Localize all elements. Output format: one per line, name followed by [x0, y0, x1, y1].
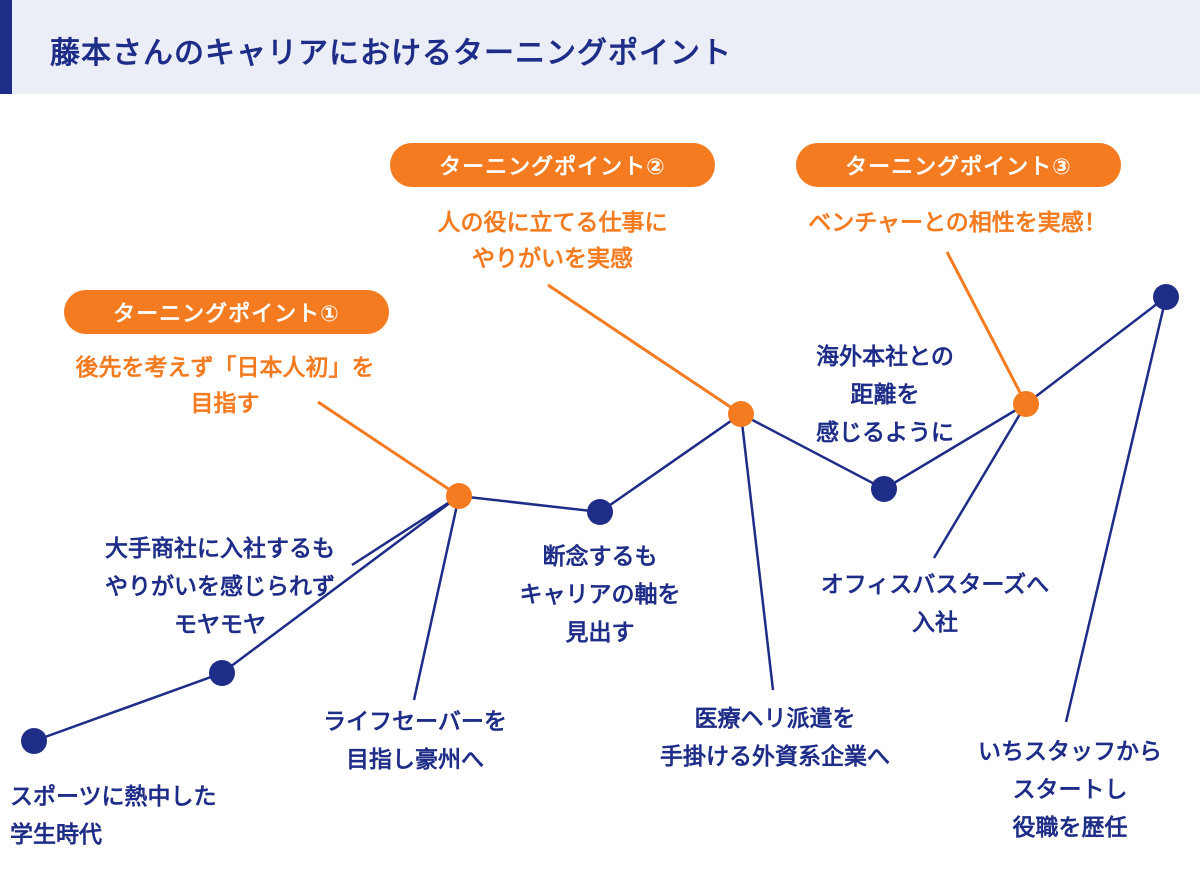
turning-point-2-text: 人の役に立てる仕事に やりがいを実感 [390, 205, 715, 277]
milestone-7-text: オフィスバスターズへ 入社 [790, 566, 1080, 642]
turning-point-3-text: ベンチャーとの相性を実感！ [760, 205, 1155, 241]
node-milestone-4 [587, 499, 613, 525]
milestone-2-text-line-1: 大手商社に入社するも [105, 536, 335, 562]
node-milestone-6 [871, 476, 897, 502]
turning-point-3-badge: ターニングポイント③ [796, 143, 1121, 187]
milestone-2-text-line-2: やりがいを感じられず [105, 574, 335, 600]
node-milestone-1 [21, 728, 47, 754]
node-turning-point-2 [728, 401, 754, 427]
milestone-4-text-line-2: キャリアの軸を [519, 582, 681, 608]
milestone-2-text-line-3: モヤモヤ [174, 612, 266, 638]
leader-line-turning-point-1 [317, 400, 460, 498]
milestone-3-text-line-2: 目指し豪州へ [346, 747, 484, 773]
milestone-7-text-line-1: オフィスバスターズへ [820, 572, 1050, 598]
turning-point-1-text-line-1: 後先を考えず「日本人初」を [75, 355, 375, 381]
milestone-8-text-line-3: 役職を歴任 [1012, 815, 1128, 841]
milestone-4-text-line-1: 断念するも [542, 544, 658, 570]
milestone-8-text-line-1: いちスタッフから [978, 739, 1162, 765]
turning-point-3-text-line-1: ベンチャーとの相性を実感！ [808, 210, 1107, 236]
leader-line-milestone-5 [739, 413, 775, 691]
node-milestone-8 [1153, 284, 1179, 310]
milestone-2-text: 大手商社に入社するも やりがいを感じられず モヤモヤ [70, 530, 370, 644]
milestone-1-text-line-1: スポーツに熱中した [10, 784, 217, 810]
turning-point-2-badge: ターニングポイント② [390, 143, 715, 187]
page-title: 藤本さんのキャリアにおけるターニングポイント [50, 36, 732, 71]
header-accent-bar [0, 0, 12, 94]
turning-point-1-text: 後先を考えず「日本人初」を 目指す [30, 350, 420, 422]
node-turning-point-1 [446, 483, 472, 509]
milestone-8-text-line-2: スタートし [1012, 777, 1128, 803]
turning-point-1-text-line-2: 目指す [190, 391, 260, 417]
leader-line-milestone-8 [1064, 296, 1168, 723]
leader-line-turning-point-3 [945, 251, 1028, 405]
milestone-1-text: スポーツに熱中した 学生時代 [10, 778, 270, 854]
turning-point-1-badge: ターニングポイント① [64, 290, 389, 334]
milestone-5-text-line-2: 手掛ける外資系企業へ [660, 744, 890, 770]
milestone-6-text: 海外本社との 距離を 感じるように [790, 338, 980, 452]
leader-line-milestone-2 [351, 494, 460, 567]
milestone-5-text: 医療ヘリ派遣を 手掛ける外資系企業へ [630, 700, 920, 776]
milestone-1-text-line-2: 学生時代 [10, 822, 102, 848]
milestone-4-text-line-3: 見出す [565, 620, 635, 646]
milestone-4-text: 断念するも キャリアの軸を 見出す [490, 538, 710, 652]
milestone-6-text-line-3: 感じるように [816, 420, 954, 446]
milestone-5-text-line-1: 医療ヘリ派遣を [694, 706, 856, 732]
header: 藤本さんのキャリアにおけるターニングポイント [0, 0, 1200, 94]
turning-point-2-text-line-1: 人の役に立てる仕事に [437, 210, 668, 236]
node-milestone-2 [209, 660, 235, 686]
milestone-6-text-line-2: 距離を [850, 382, 920, 408]
milestone-3-text-line-1: ライフセーバーを [323, 709, 507, 735]
milestone-8-text: いちスタッフから スタートし 役職を歴任 [950, 733, 1190, 847]
leader-line-turning-point-2 [547, 283, 742, 416]
career-path-line [33, 296, 1167, 743]
node-turning-point-3 [1013, 391, 1039, 417]
milestone-3-text: ライフセーバーを 目指し豪州へ [290, 703, 540, 779]
leader-line-milestone-7 [932, 403, 1028, 559]
turning-point-2-text-line-2: やりがいを実感 [472, 246, 633, 272]
leader-line-milestone-3 [412, 495, 461, 701]
milestone-7-text-line-2: 入社 [912, 610, 958, 636]
milestone-6-text-line-1: 海外本社との [816, 344, 954, 370]
